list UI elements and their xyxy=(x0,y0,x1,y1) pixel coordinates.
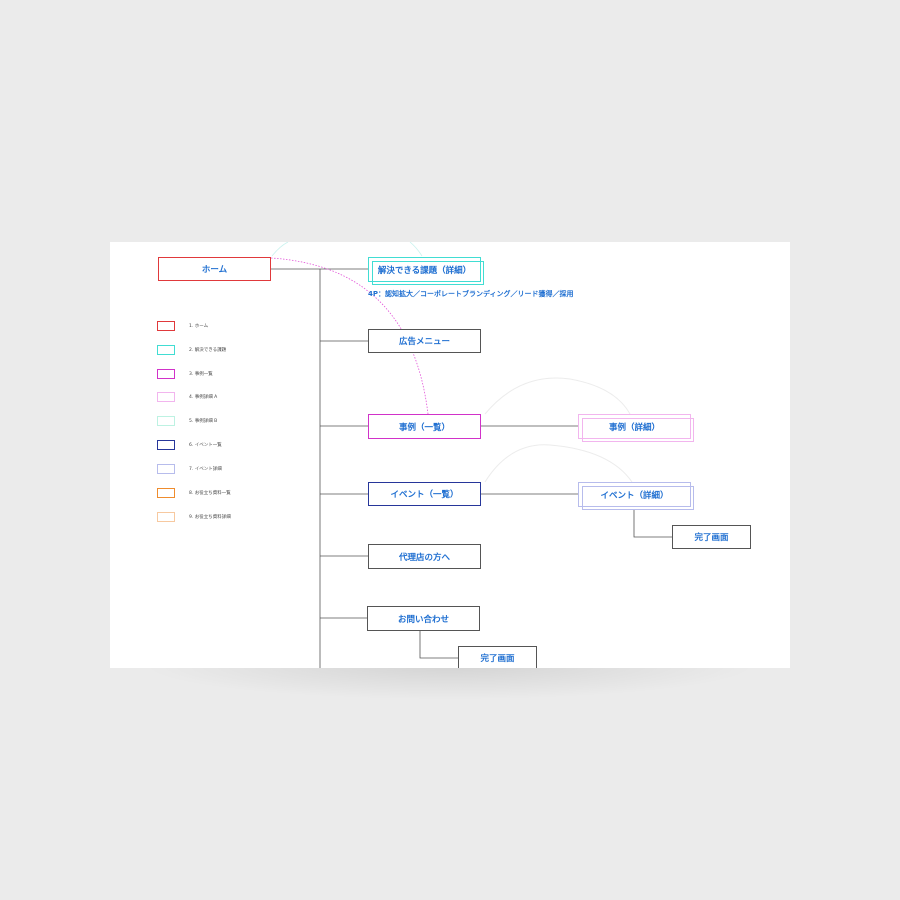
legend-item: 5. 事例詳細 B xyxy=(157,415,217,426)
node-case-list[interactable]: 事例（一覧） xyxy=(368,414,481,439)
legend-swatch xyxy=(157,487,175,498)
legend-item: 8. お役立ち資料一覧 xyxy=(157,487,231,498)
link-arc-top-right xyxy=(409,242,423,257)
legend-item: 6. イベント一覧 xyxy=(157,439,222,450)
link-arc-home-case xyxy=(270,257,429,415)
legend-swatch xyxy=(157,320,175,331)
branch-event-complete xyxy=(633,510,672,538)
legend-item: 2. 解決できる課題 xyxy=(157,344,226,355)
node-event-complete[interactable]: 完了画面 xyxy=(672,525,751,549)
legend-label: 9. お役立ち資料詳細 xyxy=(189,514,231,520)
legend-label: 7. イベント詳細 xyxy=(189,466,222,472)
node-agency[interactable]: 代理店の方へ xyxy=(368,544,481,569)
branch-contact-complete xyxy=(419,630,458,659)
connector-lines xyxy=(270,242,672,668)
legend-swatch xyxy=(157,391,175,402)
node-challenges-detail[interactable]: 解決できる課題（詳細） xyxy=(368,257,484,285)
node-case-detail[interactable]: 事例（詳細） xyxy=(578,414,694,442)
node-event-detail[interactable]: イベント（詳細） xyxy=(578,482,694,510)
legend-label: 8. お役立ち資料一覧 xyxy=(189,490,231,496)
legend-label: 4. 事例詳細 A xyxy=(189,394,218,400)
node-contact-complete[interactable]: 完了画面 xyxy=(458,646,537,668)
node-event-list[interactable]: イベント（一覧） xyxy=(368,482,481,506)
legend-item: 9. お役立ち資料詳細 xyxy=(157,511,231,522)
legend-label: 1. ホーム xyxy=(189,323,209,329)
legend-swatch xyxy=(157,368,175,379)
legend-label: 6. イベント一覧 xyxy=(189,442,222,448)
legend-label: 5. 事例詳細 B xyxy=(189,418,218,424)
legend-item: 3. 事例一覧 xyxy=(157,368,213,379)
link-arc-case-detail xyxy=(484,377,631,415)
legend-swatch xyxy=(157,511,175,522)
node-home[interactable]: ホーム xyxy=(158,257,271,281)
legend-label: 3. 事例一覧 xyxy=(189,371,213,377)
node-contact[interactable]: お問い合わせ xyxy=(367,606,480,631)
sitemap-canvas: ホーム 解決できる課題（詳細） 4P：認知拡大／コーポレートブランディング／リー… xyxy=(110,242,790,668)
legend-item: 4. 事例詳細 A xyxy=(157,391,217,402)
legend-swatch xyxy=(157,463,175,474)
legend-swatch xyxy=(157,415,175,426)
legend-swatch xyxy=(157,344,175,355)
legend-label: 2. 解決できる課題 xyxy=(189,347,227,353)
link-arc-top-left xyxy=(271,242,289,257)
legend-swatch xyxy=(157,439,175,450)
challenges-note: 4P：認知拡大／コーポレートブランディング／リード獲得／採用 xyxy=(368,290,574,298)
node-ad-menu[interactable]: 広告メニュー xyxy=(368,329,481,353)
legend-item: 7. イベント詳細 xyxy=(157,463,222,474)
legend-item: 1. ホーム xyxy=(157,320,208,331)
link-arc-event-detail xyxy=(484,444,633,483)
